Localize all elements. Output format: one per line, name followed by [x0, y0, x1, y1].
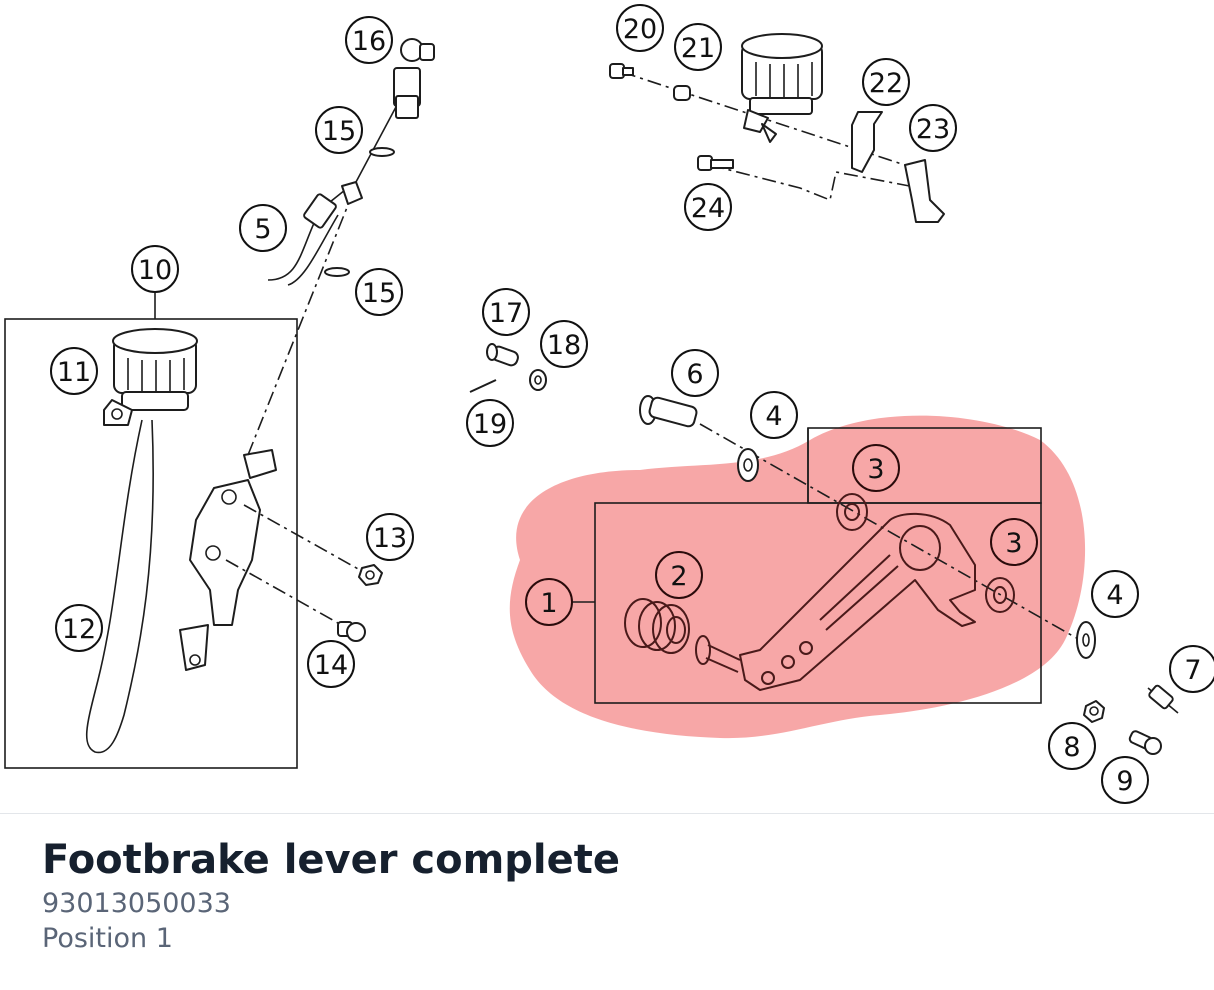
svg-text:20: 20 [623, 14, 657, 45]
callout-5[interactable]: 5 [239, 204, 287, 252]
banjo-16 [393, 38, 435, 119]
svg-text:3: 3 [867, 454, 884, 485]
svg-text:10: 10 [138, 255, 172, 286]
callout-6[interactable]: 6 [671, 349, 719, 397]
part-info-panel: Footbrake lever complete 93013050033 Pos… [42, 834, 620, 956]
pin-17 [486, 343, 519, 367]
svg-text:15: 15 [362, 278, 396, 309]
bearing-3-right [985, 577, 1015, 613]
svg-text:14: 14 [314, 650, 348, 681]
callout-13[interactable]: 13 [366, 513, 414, 561]
bolt-20 [609, 63, 634, 79]
footbrake-lever-1 [695, 512, 976, 691]
svg-text:19: 19 [473, 409, 507, 440]
callout-15-upper[interactable]: 15 [315, 106, 363, 154]
svg-text:5: 5 [254, 214, 271, 245]
svg-text:12: 12 [62, 614, 96, 645]
part-position: Position 1 [42, 923, 173, 954]
part-title: Footbrake lever complete [42, 837, 621, 883]
svg-text:4: 4 [1106, 580, 1123, 611]
divider [0, 813, 1214, 814]
callout-9[interactable]: 9 [1101, 756, 1149, 804]
part-number: 93013050033 [42, 888, 231, 919]
svg-text:3: 3 [1005, 528, 1022, 559]
svg-text:7: 7 [1184, 655, 1201, 686]
callout-4-right[interactable]: 4 [1091, 570, 1139, 618]
cotter-pin-19 [469, 379, 497, 393]
o-ring-15-lower [324, 267, 350, 277]
callout-10[interactable]: 10 [131, 245, 179, 293]
selection-highlight [509, 415, 1086, 739]
callout-20[interactable]: 20 [616, 4, 664, 52]
adjuster-7 [1147, 684, 1179, 714]
bolt-14 [337, 621, 366, 642]
exploded-parts-diagram: 1 2 3 3 4 4 5 6 7 8 9 10 11 12 13 14 15 … [4, 4, 1214, 804]
svg-text:13: 13 [373, 523, 407, 554]
callout-8[interactable]: 8 [1048, 722, 1096, 770]
callout-12[interactable]: 12 [55, 604, 103, 652]
svg-text:16: 16 [352, 26, 386, 57]
screw-9 [1128, 730, 1162, 755]
svg-text:18: 18 [547, 330, 581, 361]
svg-text:22: 22 [869, 68, 903, 99]
svg-text:2: 2 [670, 561, 687, 592]
nut-13 [358, 564, 383, 586]
svg-text:8: 8 [1063, 732, 1080, 763]
svg-text:24: 24 [691, 193, 725, 224]
brake-pedal-rubber-2 [624, 598, 690, 654]
callout-19[interactable]: 19 [466, 399, 514, 447]
callout-7[interactable]: 7 [1169, 645, 1214, 693]
callout-16[interactable]: 16 [345, 16, 393, 64]
reservoir-rear [741, 33, 823, 143]
assembly-box-10 [4, 318, 298, 769]
svg-text:11: 11 [57, 357, 91, 388]
spacer-21 [673, 85, 691, 101]
callout-23[interactable]: 23 [909, 104, 957, 152]
pivot-bolt-6 [639, 395, 698, 428]
callout-18[interactable]: 18 [540, 320, 588, 368]
bracket-22 [851, 111, 883, 173]
callout-17[interactable]: 17 [482, 288, 530, 336]
callout-15-lower[interactable]: 15 [355, 268, 403, 316]
fitting-5 [303, 193, 337, 229]
washer-4-right [1076, 621, 1096, 659]
callout-2[interactable]: 2 [655, 551, 703, 599]
hose-12 [85, 419, 154, 754]
callout-4-left[interactable]: 4 [750, 391, 798, 439]
callout-24[interactable]: 24 [684, 183, 732, 231]
svg-text:4: 4 [765, 401, 782, 432]
bearing-3-left [836, 493, 868, 531]
svg-text:17: 17 [489, 298, 523, 329]
nut-8 [1083, 700, 1105, 723]
callout-14[interactable]: 14 [307, 640, 355, 688]
washer-4-left [737, 448, 759, 482]
plate-23 [904, 159, 945, 223]
svg-text:15: 15 [322, 116, 356, 147]
svg-text:1: 1 [540, 588, 557, 619]
callout-3-right[interactable]: 3 [990, 518, 1038, 566]
callout-11[interactable]: 11 [50, 347, 98, 395]
bolt-24 [697, 155, 734, 171]
reservoir-11 [103, 328, 198, 426]
callout-1[interactable]: 1 [525, 578, 573, 626]
o-ring-15-upper [369, 147, 395, 157]
svg-text:21: 21 [681, 33, 715, 64]
master-cylinder [179, 449, 277, 671]
callout-21[interactable]: 21 [674, 23, 722, 71]
callout-3-upper[interactable]: 3 [852, 444, 900, 492]
callout-22[interactable]: 22 [862, 58, 910, 106]
svg-text:6: 6 [686, 359, 703, 390]
svg-text:23: 23 [916, 114, 950, 145]
washer-18 [529, 369, 547, 391]
svg-text:9: 9 [1116, 766, 1133, 797]
